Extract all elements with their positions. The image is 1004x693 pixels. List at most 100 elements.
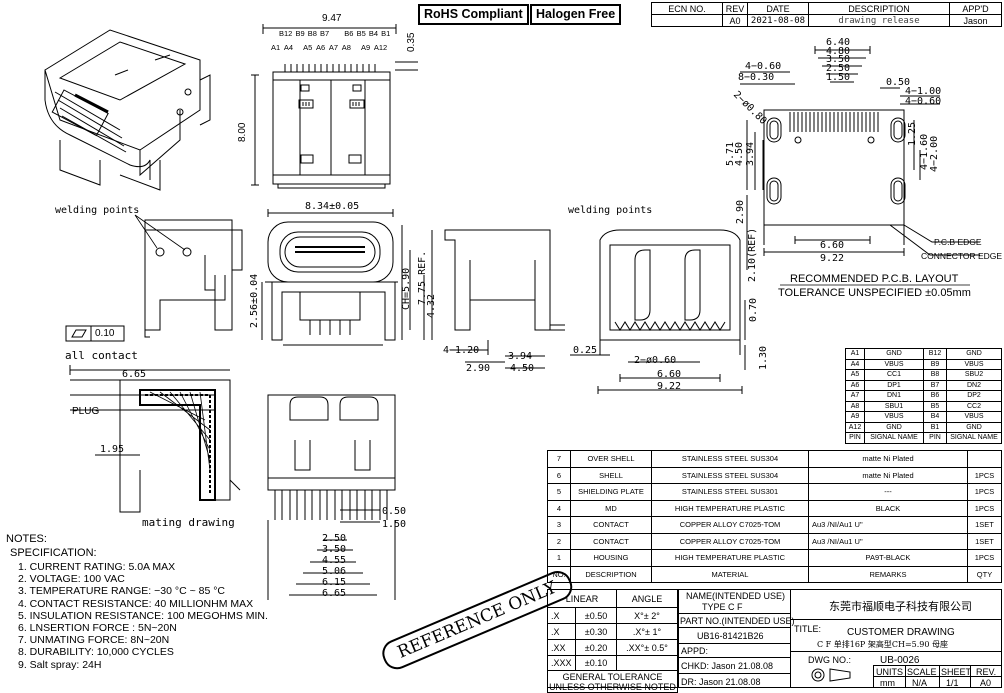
pin-cell: DP1 [864,379,924,391]
pcb-dim-350: 3.50 [826,54,851,65]
pcb-dim-660: 6.60 [820,240,845,251]
pcb-dim-125: 1.25 [907,121,918,146]
pcb-dim-640: 6.40 [826,37,851,48]
pin-label: B5 [356,29,366,38]
rear-dim-922: 9.22 [657,381,682,392]
bom-cell: 1PCS [967,466,1002,484]
pin-cell: DP2 [946,390,1002,402]
pin-cell: B9 [923,358,947,370]
pin-cell: A4 [845,358,865,370]
pin-cell: SIGNAL NAME [864,432,924,444]
pin-label: B6 [344,29,354,38]
all-contact-label: all contact [65,349,138,362]
bom-cell: STAINLESS STEEL SUS301 [651,483,809,501]
bom-cell: 1PCS [967,549,1002,567]
pin-cell: VBUS [946,411,1002,423]
rear-dim-070: 0.70 [748,297,759,322]
pin-cell: A9 [845,411,865,423]
note-item: 6. LNSERTION FORCE : 5N~20N [18,622,177,635]
bom-cell: NO. [547,565,571,583]
pin-label: B7 [320,29,330,38]
sheet-label: SHEET [941,667,972,677]
pcb-dim-150: 1.50 [826,72,851,83]
note-item: 1. CURRENT RATING: 5.0A MAX [18,561,176,573]
tol-cell: .X°± 1° [616,623,678,640]
tol-cell: X°± 2° [616,607,678,624]
pin-cell: B8 [923,369,947,381]
pin-cell: SBU2 [946,369,1002,381]
rev-label: REV. [976,667,997,677]
bom-cell: PA9T-BLACK [808,549,968,567]
tol-cell: ±0.50 [575,607,617,624]
flatness-symbol [65,325,125,342]
pin-cell: B4 [923,411,947,423]
note-item: 5. INSULATION RESISTANCE: 100 MEGOHMS MI… [18,609,268,622]
bom-cell: 1SET [967,532,1002,550]
tol-cell: .X [547,623,576,640]
side-view-left [134,214,243,338]
pcb-dim-922: 9.22 [820,253,845,264]
divider [873,676,1002,677]
rev-ecn [651,14,723,27]
pin-cell: A1 [845,348,865,360]
halogen-free-badge: Halogen Free [530,4,622,25]
pin-label: A7 [328,43,339,52]
bom-cell: --- [808,483,968,501]
bom-cell: STAINLESS STEEL SUS304 [651,450,809,468]
rev-value: A0 [980,678,992,688]
appd-label: APPD: [681,646,709,656]
rear-dim-660: 6.60 [657,369,682,380]
bottom-dim-615: 6.15 [322,577,347,588]
pin-cell: B7 [923,379,947,391]
pcb-dim-480: 4.80 [826,46,851,57]
pin-label: A6 [316,43,326,52]
divider [678,643,791,644]
pin-label: B1 [381,29,391,38]
tol-cell: ±0.30 [575,623,617,640]
pcb-dim-450: 4.50 [734,141,745,166]
bom-cell: REMARKS [808,565,968,583]
pin-cell: DN1 [864,390,924,402]
bom-cell: 2 [547,532,571,550]
rear-dim-phi060: 2−ø0.60 [634,355,677,366]
divider [678,673,791,674]
note-item: 2. VOLTAGE: 100 VAC [18,573,125,586]
bom-cell: SHIELDING PLATE [570,483,652,501]
chkd-label: CHKD: Jason 21.08.08 [681,661,774,671]
part-info-block [678,589,791,688]
pin-cell: CC2 [946,400,1002,412]
note-item: 9. Salt spray: 24H [18,658,102,671]
linear-header: LINEAR [547,589,617,608]
pin-label: B9 [295,29,305,38]
bom-cell: 6 [547,466,571,484]
pin-cell: PIN [923,432,947,444]
divider [791,619,1002,620]
rev-header-description: DESCRIPTION [808,2,950,15]
dr-label: DR: Jason 21.08.08 [681,677,761,687]
pcb-dim-250: 2.50 [826,63,851,74]
units-value: mm [880,678,895,688]
divider [791,651,1002,652]
rev-header-appd: APP'D [949,2,1002,15]
dim-top-width: 9.47 [322,13,342,24]
angle-header: ANGLE [616,589,678,608]
pcb-dim-050: 0.50 [886,77,911,88]
pin-cell: B5 [923,400,947,412]
pin-cell: A12 [845,421,865,433]
pin-label: A12 [373,43,388,52]
divider [678,613,791,614]
pin-label: A9 [361,43,371,52]
notes-specification: SPECIFICATION: [10,547,97,559]
bom-cell: SHELL [570,466,652,484]
mating-drawing-label: mating drawing [142,516,235,529]
bom-cell: Au3 /NI/Au1 U" [808,516,968,534]
bom-cell: 4 [547,499,571,517]
